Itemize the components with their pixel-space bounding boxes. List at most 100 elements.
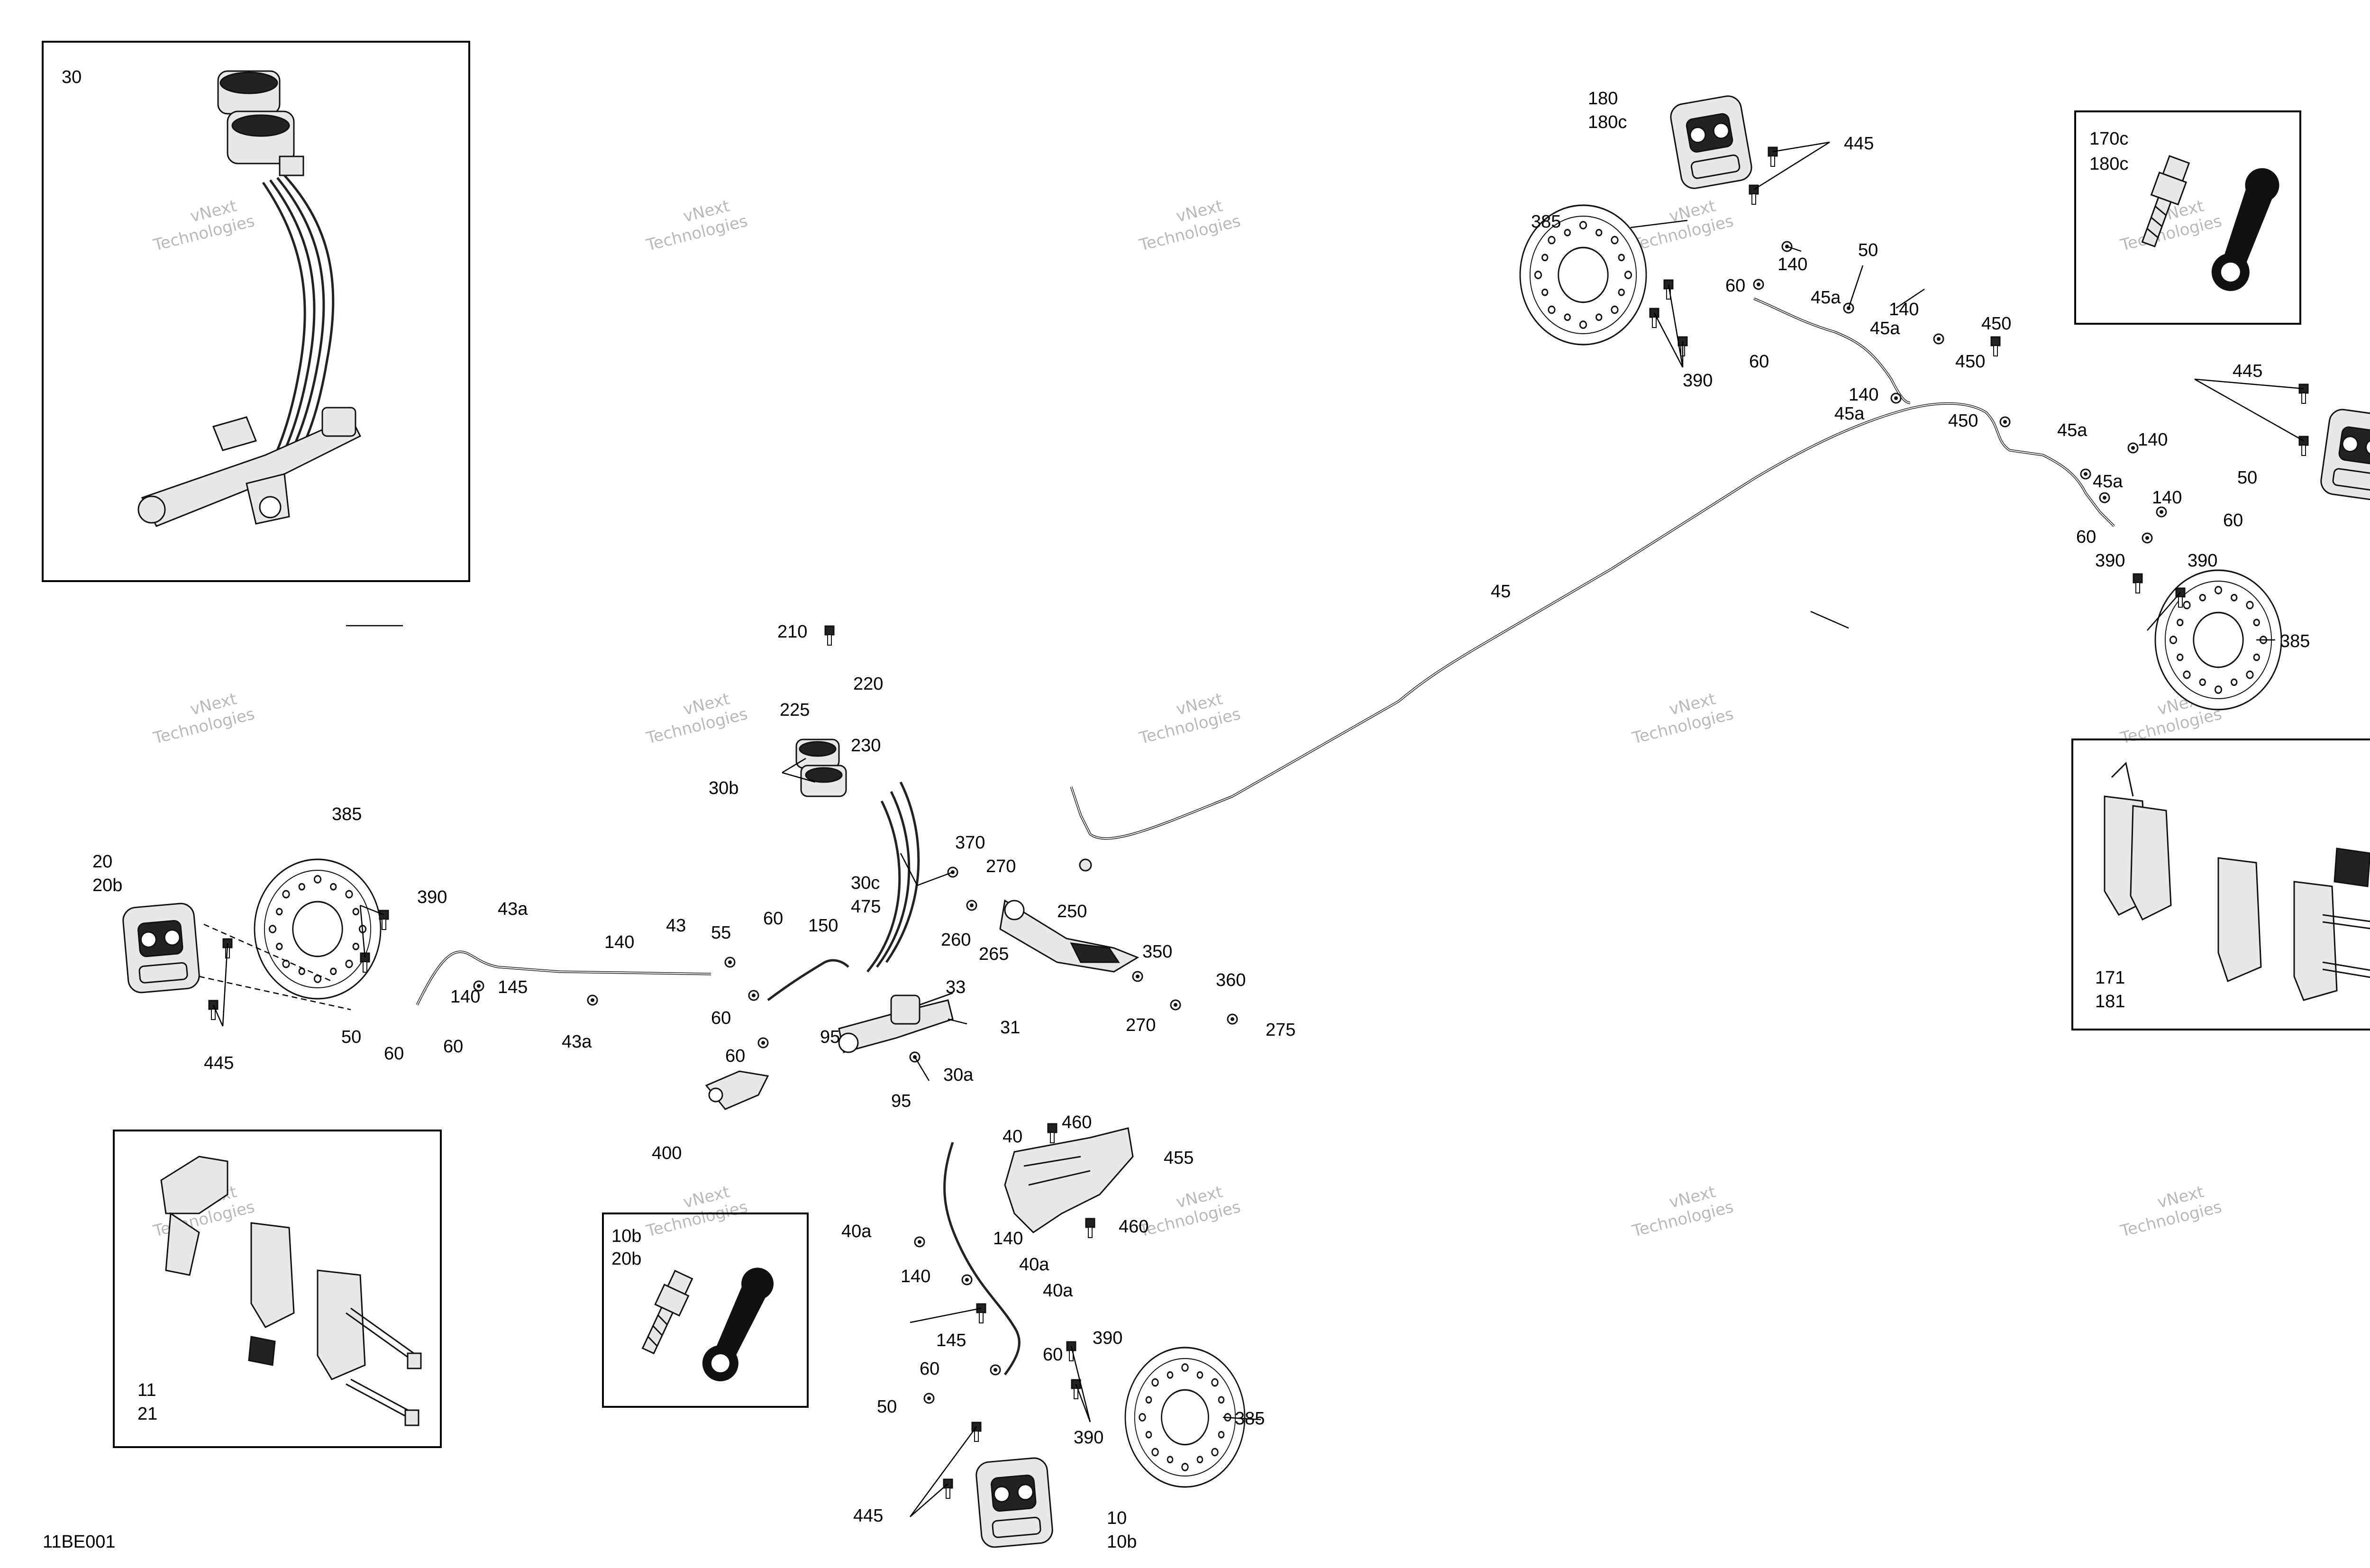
- callout-455: 455: [1164, 1148, 1194, 1168]
- callout-390: 390: [417, 887, 447, 907]
- callout-40: 40: [1003, 1127, 1022, 1147]
- callout-labels: 180 180c 445 385 140 50 60 45a 140 45a 3…: [43, 89, 2310, 1552]
- inset-rear-bleeder[interactable]: 170c 180c: [2074, 110, 2301, 325]
- callout-30b: 30b: [709, 778, 738, 798]
- callout-30c: 30c: [851, 873, 880, 893]
- reservoir-30b-icon: [795, 738, 847, 797]
- hardware-bolts: [208, 146, 2309, 1499]
- callout-475: 475: [851, 897, 881, 917]
- callout-445: 445: [2233, 361, 2262, 381]
- callout-30a: 30a: [943, 1065, 974, 1085]
- bleeder-screw-icon: [2141, 155, 2190, 247]
- callout-55: 55: [711, 923, 731, 943]
- callout-260: 260: [941, 930, 971, 950]
- callout-150: 150: [808, 916, 838, 936]
- callout-140: 140: [1778, 255, 1807, 274]
- callout-400: 400: [652, 1143, 682, 1163]
- callout-95: 95: [820, 1027, 840, 1047]
- callout-31: 31: [1000, 1018, 1020, 1038]
- callout-180c: 180c: [2089, 154, 2128, 174]
- brake-line-main[interactable]: [1070, 297, 2115, 872]
- callout-60: 60: [443, 1037, 463, 1057]
- brake-pad-icon: [160, 1156, 366, 1380]
- callout-20b: 20b: [92, 875, 122, 895]
- reservoir-icon: [217, 70, 304, 176]
- front-right-caliper-icon: [974, 1456, 1055, 1549]
- callout-45a: 45a: [2057, 420, 2087, 440]
- callout-50: 50: [2237, 468, 2257, 488]
- inset-master-cylinder[interactable]: 30: [42, 41, 470, 582]
- callout-140: 140: [1889, 300, 1919, 319]
- master-cylinder-30a-icon: [838, 992, 954, 1053]
- inset-front-pads[interactable]: 11 21: [113, 1130, 442, 1448]
- rear-right-caliper-icon: [2318, 407, 2370, 503]
- pad-pin-icon: [2322, 914, 2370, 978]
- callout-140: 140: [2138, 430, 2168, 450]
- callout-180c: 180c: [1588, 112, 1627, 132]
- callout-270: 270: [1126, 1015, 1156, 1035]
- brake-line-43-icon: [416, 950, 849, 1006]
- callout-210: 210: [777, 622, 807, 642]
- callout-275: 275: [1266, 1020, 1295, 1040]
- callout-385: 385: [2280, 631, 2310, 651]
- callout-10b: 10b: [1107, 1532, 1137, 1552]
- inset-front-bleeder[interactable]: 10b 20b: [602, 1212, 809, 1408]
- callout-50: 50: [1858, 240, 1878, 260]
- callout-33: 33: [946, 977, 966, 997]
- callout-60: 60: [1725, 276, 1745, 296]
- callout-50: 50: [877, 1397, 897, 1417]
- callout-171: 171: [2095, 968, 2125, 988]
- pad-pin-icon: [346, 1307, 422, 1426]
- callout-60: 60: [763, 909, 783, 929]
- bleeder-cap-icon: [702, 1267, 774, 1382]
- callout-45a: 45a: [1834, 404, 1865, 424]
- callout-45a: 45a: [1811, 288, 1841, 308]
- callout-265: 265: [979, 944, 1009, 964]
- callout-43: 43: [666, 916, 686, 936]
- callout-60: 60: [2076, 527, 2096, 547]
- callout-95: 95: [891, 1091, 911, 1111]
- callout-60: 60: [711, 1008, 731, 1028]
- callout-30: 30: [62, 67, 82, 87]
- callout-250: 250: [1057, 902, 1087, 921]
- callout-270: 270: [986, 857, 1016, 876]
- callout-60: 60: [1749, 352, 1769, 372]
- callout-140: 140: [450, 987, 480, 1007]
- callout-390: 390: [1683, 371, 1713, 391]
- heat-shield-455-icon: [1004, 1127, 1134, 1233]
- callout-230: 230: [851, 736, 881, 756]
- callout-60: 60: [2223, 511, 2243, 530]
- callout-385: 385: [1235, 1409, 1265, 1429]
- callout-45a: 45a: [2093, 472, 2123, 492]
- front-left-caliper-icon: [121, 902, 201, 994]
- callout-220: 220: [853, 674, 883, 694]
- callout-60: 60: [920, 1359, 939, 1379]
- callout-60: 60: [1043, 1345, 1063, 1365]
- inset-rear-pads[interactable]: 171 181: [2071, 738, 2370, 1030]
- callout-10: 10: [1107, 1508, 1127, 1528]
- hose-40-icon: [943, 1142, 1021, 1376]
- callout-390: 390: [1093, 1328, 1122, 1348]
- switch-400-icon: [705, 1070, 769, 1110]
- callout-450: 450: [1948, 411, 1978, 431]
- callout-385: 385: [1531, 212, 1561, 232]
- callout-170c: 170c: [2089, 129, 2128, 149]
- callout-450: 450: [1955, 352, 1985, 372]
- callout-225: 225: [780, 700, 810, 720]
- callout-140: 140: [993, 1229, 1023, 1249]
- callout-40a: 40a: [1043, 1281, 1073, 1301]
- callout-45: 45: [1491, 582, 1511, 602]
- callout-11: 11: [137, 1380, 156, 1400]
- hoses-30c-icon: [866, 781, 920, 973]
- callout-140: 140: [2152, 488, 2182, 508]
- master-cylinder-icon: [137, 407, 362, 527]
- callout-460: 460: [1062, 1112, 1092, 1132]
- callout-140: 140: [901, 1267, 930, 1286]
- callout-450: 450: [1981, 314, 2011, 334]
- bleeder-screw-icon: [641, 1269, 693, 1355]
- callout-50: 50: [341, 1027, 361, 1047]
- callout-60: 60: [384, 1044, 404, 1064]
- callout-45a: 45a: [1870, 319, 1900, 338]
